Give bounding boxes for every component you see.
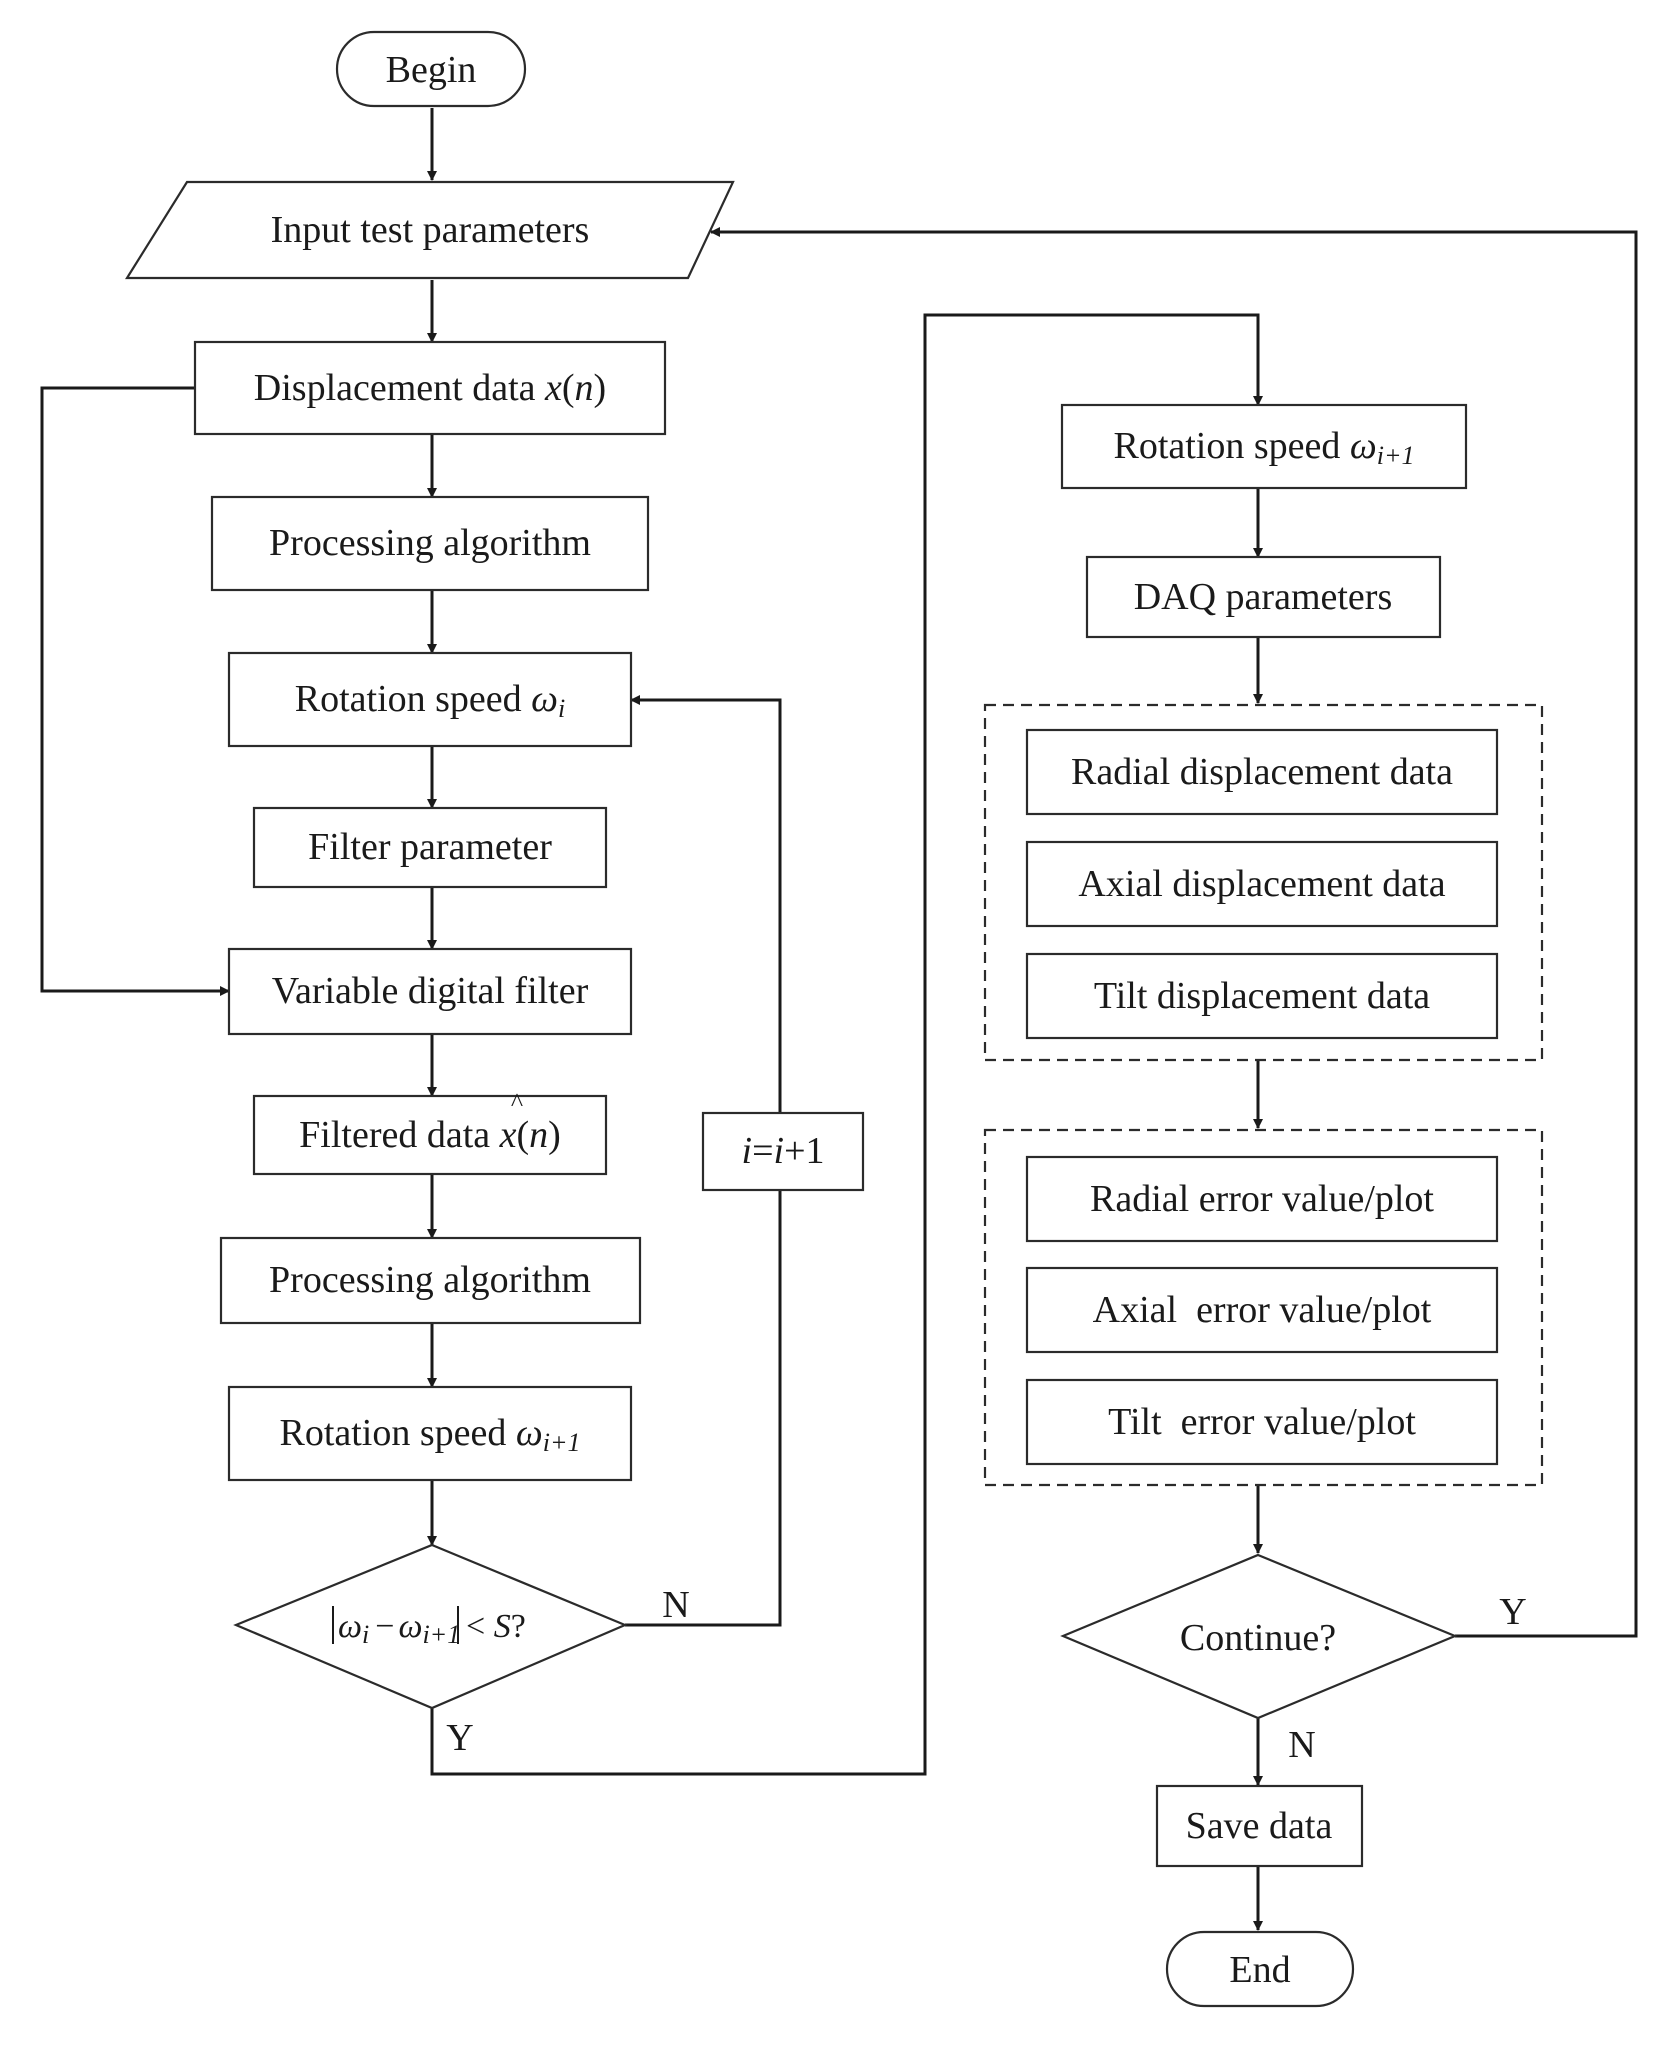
node-displacement-data: Displacement data x(n)	[193, 340, 667, 436]
edges	[40, 108, 1638, 1931]
rotation-i1-left-label: Rotation speed ωi+1	[279, 1412, 580, 1457]
node-increment-i: i=i+1	[701, 1111, 865, 1192]
edge-condition-yes-to-right	[430, 313, 1263, 1776]
node-continue-decision: Continue?	[1060, 1553, 1458, 1720]
edge-displacement-bypass-to-variable-filter	[40, 386, 230, 996]
tilt-displacement-label: Tilt displacement data	[1094, 975, 1430, 1017]
node-begin: Begin	[335, 30, 527, 108]
rotation-right-label: Rotation speed ωi+1	[1113, 425, 1414, 470]
label-continue-no: N	[1288, 1724, 1315, 1766]
begin-label: Begin	[386, 49, 477, 91]
condition-expr-right: < S?	[466, 1608, 526, 1645]
save-label: Save data	[1186, 1805, 1333, 1847]
displacement-label: Displacement data x(n)	[254, 367, 606, 409]
edge-continue-yes-loop-to-input	[710, 227, 1638, 1638]
axial-displacement-label: Axial displacement data	[1078, 863, 1445, 905]
node-condition-decision: ωi−ωi+1 < S?	[233, 1543, 628, 1710]
node-rotation-speed-right: Rotation speed ωi+1	[1060, 403, 1468, 490]
increment-label: i=i+1	[742, 1130, 825, 1172]
filtered-data-label: Filtered data x(n)	[299, 1114, 561, 1156]
node-filtered-data: Filtered data x(n) ^	[252, 1088, 608, 1176]
processing-2-label: Processing algorithm	[269, 1259, 591, 1301]
variable-filter-label: Variable digital filter	[272, 970, 589, 1012]
node-processing-algorithm-2: Processing algorithm	[219, 1236, 642, 1325]
group-error-values: Radial error value/plot Axial error valu…	[983, 1128, 1544, 1487]
node-daq-parameters: DAQ parameters	[1085, 555, 1442, 639]
continue-label: Continue?	[1180, 1617, 1336, 1659]
condition-expr-left: ωi−ωi+1	[338, 1608, 460, 1649]
node-processing-algorithm-1: Processing algorithm	[210, 495, 650, 592]
filter-parameter-label: Filter parameter	[308, 826, 552, 868]
axial-error-label: Axial error value/plot	[1093, 1289, 1432, 1331]
node-rotation-speed-i1: Rotation speed ωi+1	[227, 1385, 633, 1482]
node-rotation-speed-i: Rotation speed ωi	[227, 651, 633, 748]
node-end: End	[1165, 1930, 1355, 2008]
filtered-data-hat: ^	[511, 1088, 523, 1117]
radial-error-label: Radial error value/plot	[1090, 1178, 1434, 1220]
radial-displacement-label: Radial displacement data	[1071, 751, 1453, 793]
node-save-data: Save data	[1155, 1784, 1364, 1868]
label-condition-yes: Y	[446, 1717, 473, 1759]
node-filter-parameter: Filter parameter	[252, 806, 608, 889]
rotation-i-label: Rotation speed ωi	[295, 678, 565, 723]
processing-1-label: Processing algorithm	[269, 522, 591, 564]
group-displacement-data: Radial displacement data Axial displacem…	[983, 703, 1544, 1062]
label-condition-no: N	[662, 1584, 689, 1626]
tilt-error-label: Tilt error value/plot	[1108, 1401, 1416, 1443]
node-input-parameters: Input test parameters	[125, 180, 735, 280]
daq-label: DAQ parameters	[1134, 576, 1393, 618]
input-label: Input test parameters	[271, 209, 590, 251]
label-continue-yes: Y	[1499, 1591, 1526, 1633]
end-label: End	[1229, 1949, 1290, 1991]
node-variable-digital-filter: Variable digital filter	[227, 947, 633, 1036]
